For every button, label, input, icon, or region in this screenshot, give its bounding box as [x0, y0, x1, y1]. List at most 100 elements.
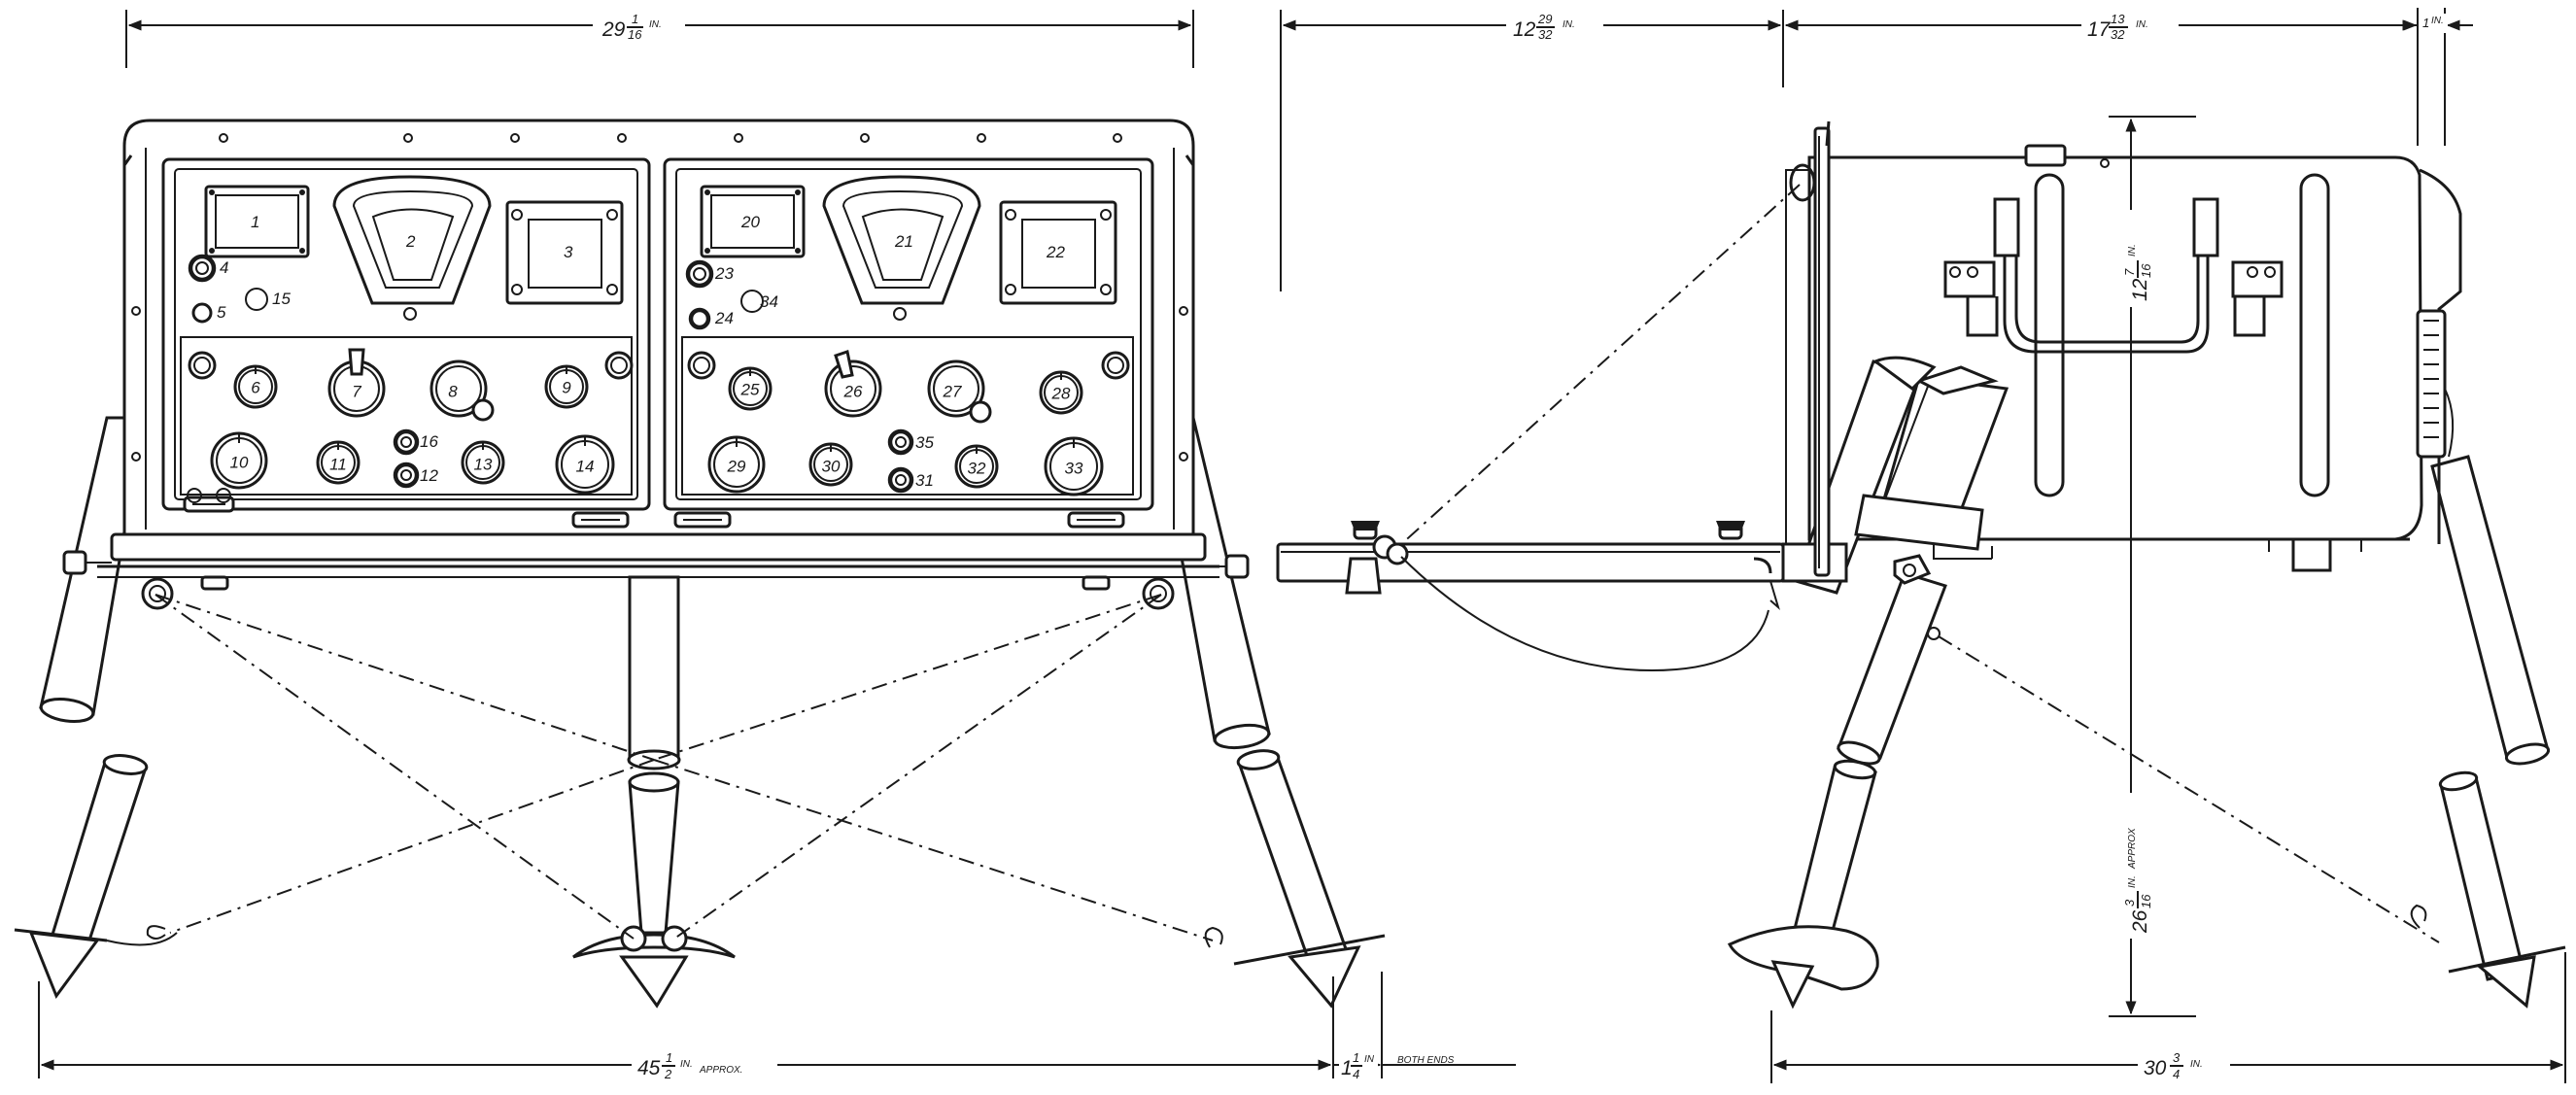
front-lower-leg-right — [1204, 749, 1386, 1009]
knob-8 — [429, 359, 495, 422]
svg-text:2: 2 — [664, 1067, 672, 1081]
front-part-labels: 1 2 3 4 5 15 6 7 8 9 10 11 16 12 13 14 2… — [217, 213, 1083, 490]
svg-text:1: 1 — [2422, 16, 2429, 30]
svg-text:29: 29 — [1537, 12, 1552, 26]
side-thumbscrew-left — [1345, 521, 1382, 595]
knob-32 — [954, 444, 999, 489]
label-5: 5 — [217, 303, 226, 322]
knob-14 — [555, 434, 615, 495]
svg-text:IN.: IN. — [1563, 19, 1575, 30]
knob-4 — [188, 254, 217, 283]
label-1: 1 — [251, 213, 259, 231]
svg-text:12: 12 — [2129, 278, 2151, 301]
svg-text:7: 7 — [2122, 268, 2137, 276]
label-21: 21 — [894, 232, 913, 251]
label-10: 10 — [230, 453, 249, 471]
panel-latch-left-a — [183, 488, 235, 513]
knob-28 — [1039, 370, 1083, 415]
front-center-post — [572, 575, 736, 1009]
label-29: 29 — [727, 457, 746, 475]
label-8: 8 — [448, 382, 458, 400]
knob-34 — [740, 290, 764, 313]
knob-6 — [233, 364, 278, 409]
label-2: 2 — [405, 232, 416, 251]
panel-latch-left-b — [571, 511, 630, 529]
knob-27 — [927, 359, 992, 424]
dim-height-case: 12 7 16 IN. — [2122, 210, 2153, 307]
jack-12 — [393, 462, 420, 489]
label-24: 24 — [714, 309, 734, 327]
side-front-leg — [1727, 356, 2009, 1009]
knob-26 — [824, 350, 882, 418]
svg-text:16: 16 — [2139, 894, 2153, 908]
svg-text:32: 32 — [1538, 27, 1553, 42]
front-panel-right — [663, 157, 1154, 529]
dim-ends: 1 1 4 IN BOTH ENDS — [1339, 1050, 1455, 1081]
svg-text:26: 26 — [2129, 909, 2151, 934]
svg-text:IN.: IN. — [2431, 16, 2444, 26]
svg-text:APPROX.: APPROX. — [699, 1065, 742, 1076]
svg-text:4: 4 — [2173, 1067, 2180, 1081]
side-rear-leg — [2430, 455, 2566, 1009]
knob-9 — [544, 364, 589, 409]
front-view: 1 2 3 4 5 15 6 7 8 9 10 11 16 12 13 14 2… — [14, 119, 1386, 1009]
label-6: 6 — [251, 378, 260, 396]
front-bolt-left — [62, 550, 112, 575]
knob-11 — [316, 440, 361, 485]
knob-23 — [685, 259, 714, 289]
label-35: 35 — [915, 433, 934, 452]
dim-height-overall: 26 3 16 IN. APPROX — [2122, 793, 2153, 939]
svg-text:13: 13 — [2111, 12, 2125, 26]
meter-window-3 — [505, 200, 624, 305]
meter-window-1 — [204, 185, 310, 258]
panel-latch-right-a — [673, 511, 732, 529]
label-20: 20 — [740, 213, 760, 231]
label-32: 32 — [968, 459, 986, 477]
svg-text:IN.: IN. — [2136, 19, 2148, 30]
side-thumbscrew-right — [1716, 521, 1745, 540]
knob-29 — [707, 435, 766, 494]
label-25: 25 — [740, 380, 760, 398]
jack-31 — [887, 466, 914, 494]
svg-text:32: 32 — [2111, 27, 2125, 42]
label-31: 31 — [915, 471, 934, 490]
knob-5 — [191, 302, 213, 324]
front-case-screws — [131, 133, 1188, 462]
dim-side-bottom: 30 3 4 IN. — [2138, 1050, 2230, 1081]
knob-33 — [1044, 436, 1104, 496]
front-lower-leg-left — [14, 754, 178, 1000]
label-3: 3 — [564, 243, 573, 261]
label-33: 33 — [1065, 459, 1083, 477]
label-7: 7 — [352, 382, 361, 400]
side-latch-right — [2192, 197, 2284, 337]
svg-text:1: 1 — [1341, 1057, 1353, 1079]
jack-16 — [393, 428, 420, 456]
front-panel-left — [161, 157, 651, 529]
meter-window-20 — [700, 185, 806, 258]
label-15: 15 — [272, 290, 291, 308]
tuning-dial-21 — [822, 175, 981, 321]
label-30: 30 — [822, 457, 841, 475]
dim-top-width: 29 1 16 IN. — [593, 12, 685, 42]
front-bolt-right — [1205, 554, 1250, 579]
svg-text:4: 4 — [1353, 1067, 1359, 1081]
front-guy-wires — [155, 594, 1214, 941]
svg-text:IN.: IN. — [649, 19, 662, 30]
svg-text:30: 30 — [2144, 1057, 2167, 1079]
svg-text:16: 16 — [2139, 263, 2153, 278]
dim-side-right: 1 IN. — [2422, 14, 2448, 33]
svg-text:1: 1 — [1353, 1050, 1359, 1065]
side-view — [1276, 120, 2566, 1009]
svg-text:IN.: IN. — [2190, 1059, 2203, 1070]
dim-bottom-width: 45 1 2 IN. APPROX. — [632, 1050, 777, 1081]
label-12: 12 — [420, 466, 438, 485]
side-latch-left — [1943, 197, 2020, 337]
svg-text:1: 1 — [666, 1050, 672, 1065]
svg-text:3: 3 — [2122, 899, 2137, 907]
knob-30 — [808, 442, 853, 487]
front-frame-bar — [62, 532, 1250, 610]
knob-25 — [728, 366, 773, 411]
label-34: 34 — [760, 292, 778, 311]
svg-text:IN: IN — [1364, 1054, 1375, 1065]
